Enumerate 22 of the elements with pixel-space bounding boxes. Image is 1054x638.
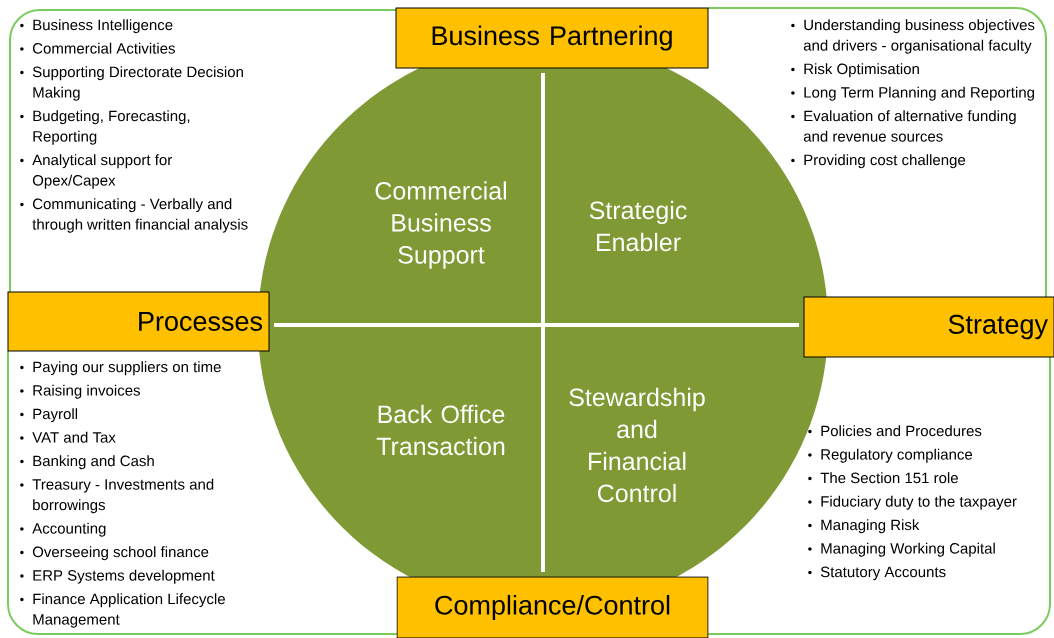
bullet-item: Budgeting, Forecasting, Reporting — [20, 110, 190, 145]
bullet-item: Communicating - Verbally and through written financial analysis — [20, 198, 248, 233]
bullet-item: Banking and Cash — [20, 455, 154, 470]
bullet-item: Treasury - Investments and borrowings — [20, 478, 214, 514]
bullet-item: Finance Application Lifecycle Management — [20, 593, 225, 628]
heading-box: Processes — [7, 291, 270, 352]
heading-box: Compliance/Control — [396, 576, 709, 638]
bullet-item: Commercial Activities — [20, 42, 175, 54]
bullet-item: Payroll — [20, 408, 78, 423]
bullet-panel — [707, 7, 1047, 298]
heading-box: Business Partnering — [395, 7, 709, 69]
bullet-panel — [707, 356, 1051, 635]
bullet-item: Overseeing school finance — [20, 546, 209, 561]
heading-box: Strategy — [803, 296, 1054, 358]
bullet-item: Raising invoices — [20, 384, 140, 399]
bullet-item: Accounting — [20, 522, 106, 537]
bullet-item: VAT and Tax — [20, 431, 116, 443]
bullet-item: Business Intelligence — [20, 19, 173, 34]
bullet-item: Analytical support for Opex/Capex — [20, 154, 172, 189]
bullet-item: ERP Systems development — [20, 569, 215, 584]
bullet-item: Paying our suppliers on time — [20, 361, 221, 376]
bullet-item: Supporting Directorate Decision Making — [20, 66, 243, 101]
